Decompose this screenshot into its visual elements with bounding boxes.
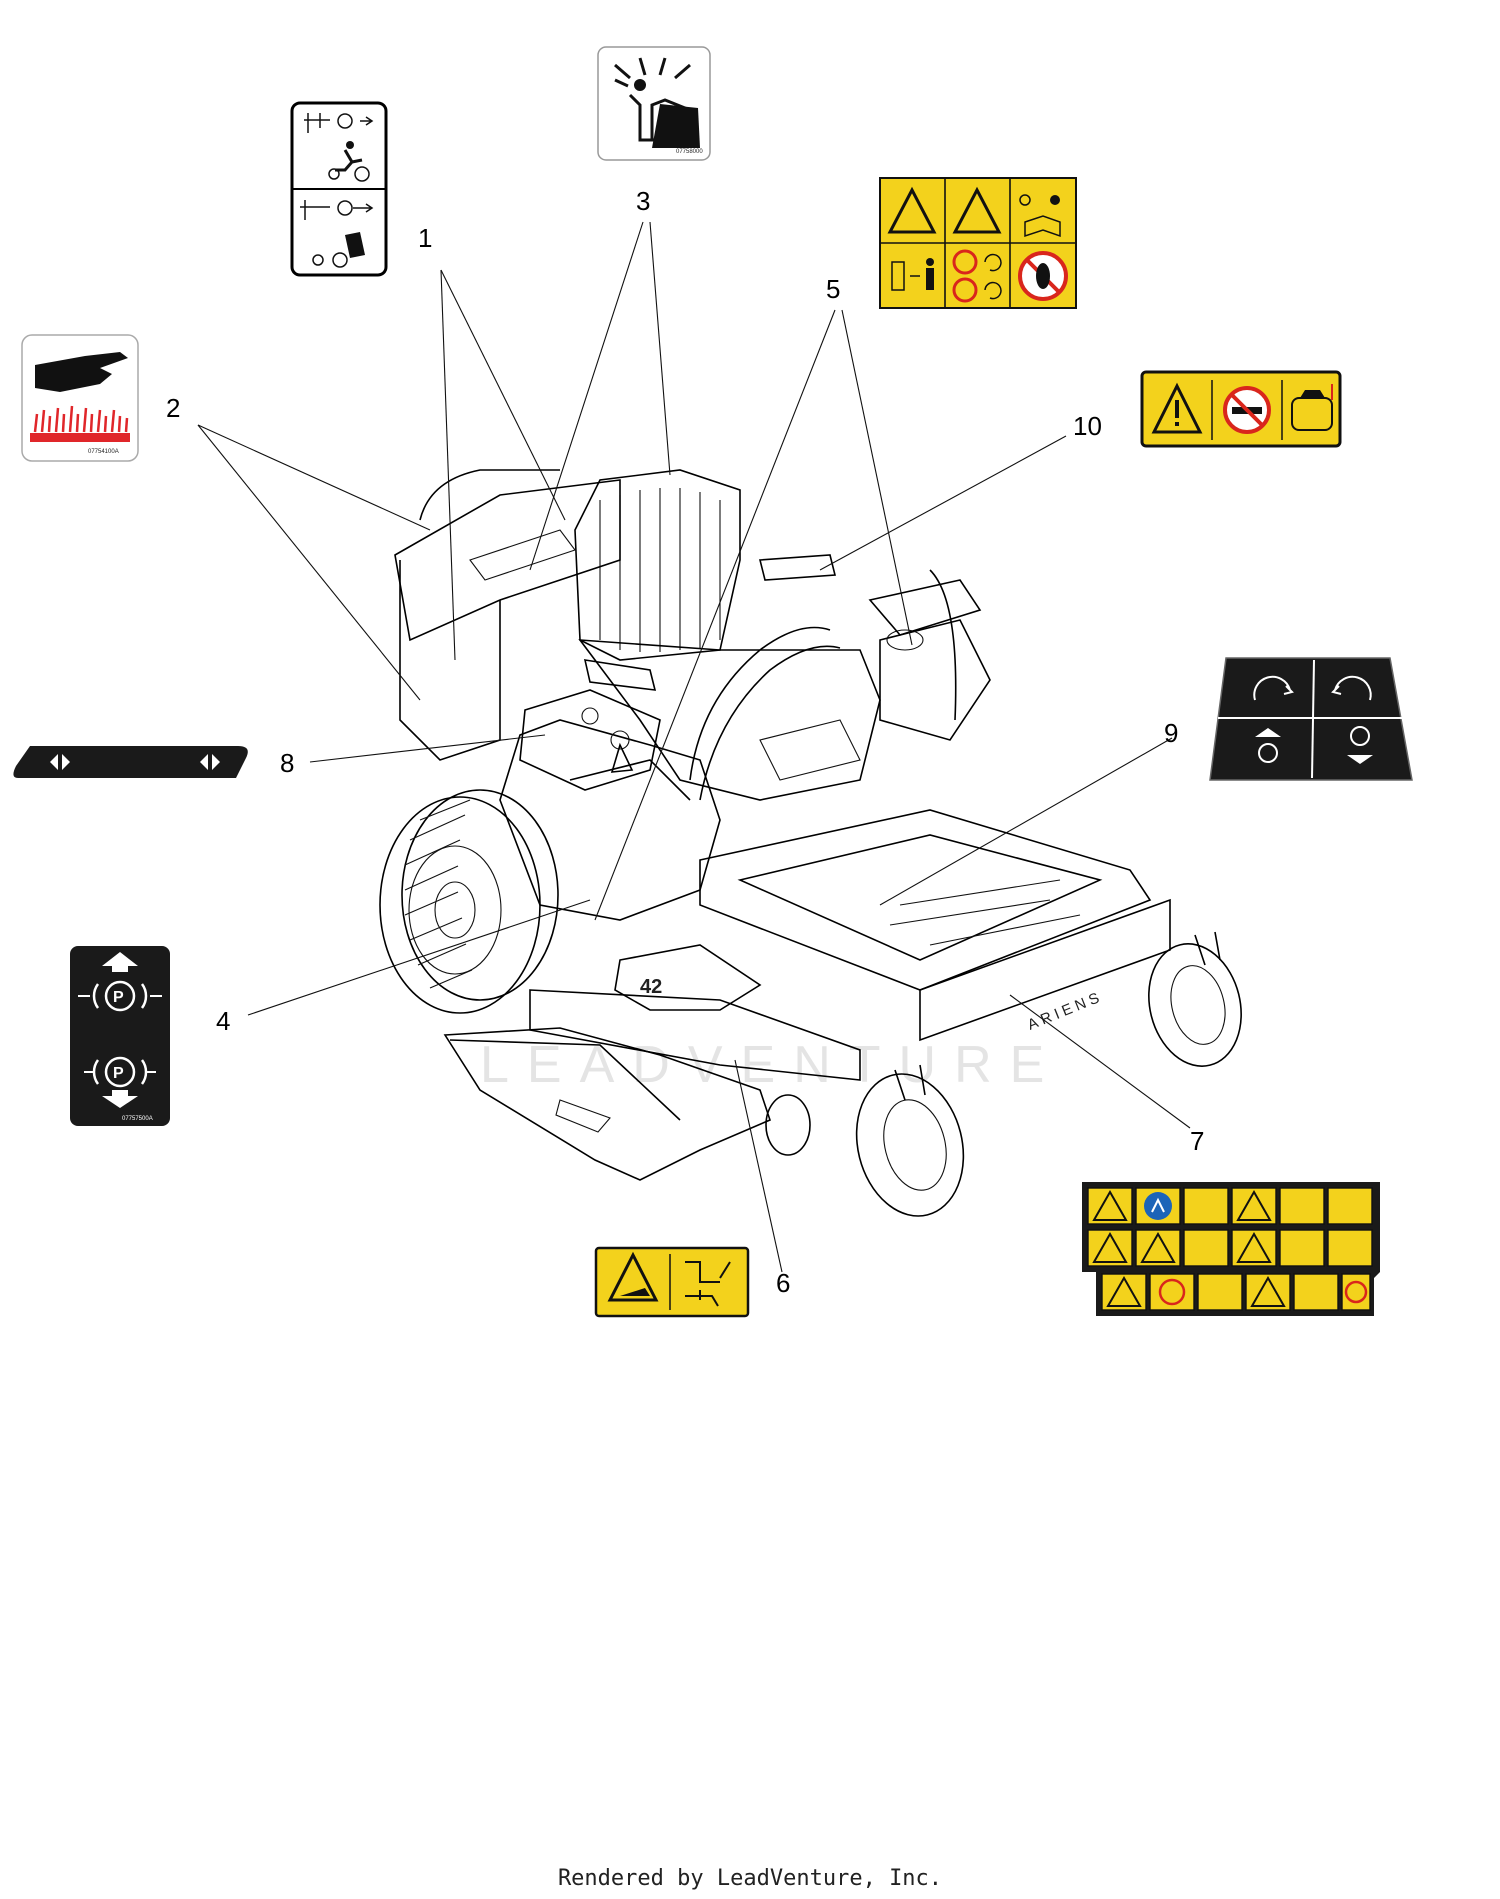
- heat-icon: [30, 405, 130, 442]
- fuel-tank-icon: [1291, 384, 1333, 431]
- mower-illustration: ARIENS 42: [379, 469, 1242, 1217]
- read-manual-icon: [1024, 215, 1061, 238]
- decal-safety-panel: [1082, 1182, 1380, 1316]
- operator-icon: [300, 113, 374, 268]
- decal-motion-controls: [1209, 657, 1413, 781]
- hand-icon: [35, 352, 128, 392]
- callout-1: 1: [418, 223, 432, 253]
- decal-deck-warning: [594, 1246, 750, 1318]
- neutral-icon: [1258, 743, 1278, 763]
- footer-credit: Rendered by LeadVenture, Inc.: [557, 1866, 943, 1891]
- watermark: LEADVENTURE: [480, 1036, 1062, 1094]
- callout-10: 10: [1073, 411, 1102, 441]
- warning-triangle-icon: [887, 186, 937, 234]
- callout-4: 4: [216, 1006, 230, 1036]
- callout-8: 8: [280, 748, 294, 778]
- svg-text:P: P: [113, 989, 124, 1006]
- decal-hot-surface: 07754100A: [21, 334, 139, 462]
- decal-safety-grid: [879, 177, 1077, 309]
- callout-5: 5: [826, 274, 840, 304]
- svg-text:P: P: [113, 1065, 124, 1082]
- decal-lever-strip: [13, 746, 248, 778]
- decal-code-parking-brake: 07757500A: [122, 1116, 153, 1122]
- callout-3: 3: [636, 186, 650, 216]
- decal-code-hot-surface: 07754100A: [88, 449, 119, 455]
- deck-size-label: 42: [640, 976, 662, 998]
- decal-operator-presence: [290, 101, 388, 277]
- decal-fuel-warning: [1140, 370, 1342, 448]
- decal-code-rollover: 07758000: [676, 149, 703, 155]
- leader-lines: [197, 221, 1191, 1273]
- callout-6: 6: [776, 1268, 790, 1298]
- decal-rollover: 07758000: [597, 46, 711, 161]
- callout-7: 7: [1190, 1126, 1204, 1156]
- brand-label: ARIENS: [1025, 988, 1105, 1034]
- no-hands-icon: [952, 249, 978, 275]
- callout-numbers: 1 2 3 4 5 6 7 8 9 10: [166, 186, 1204, 1298]
- callout-2: 2: [166, 393, 180, 423]
- callout-9: 9: [1164, 718, 1178, 748]
- decal-parking-brake: P P 07757500A: [70, 946, 170, 1126]
- parking-brake-icon: P: [78, 980, 162, 1012]
- no-smoking-icon: [1223, 386, 1271, 434]
